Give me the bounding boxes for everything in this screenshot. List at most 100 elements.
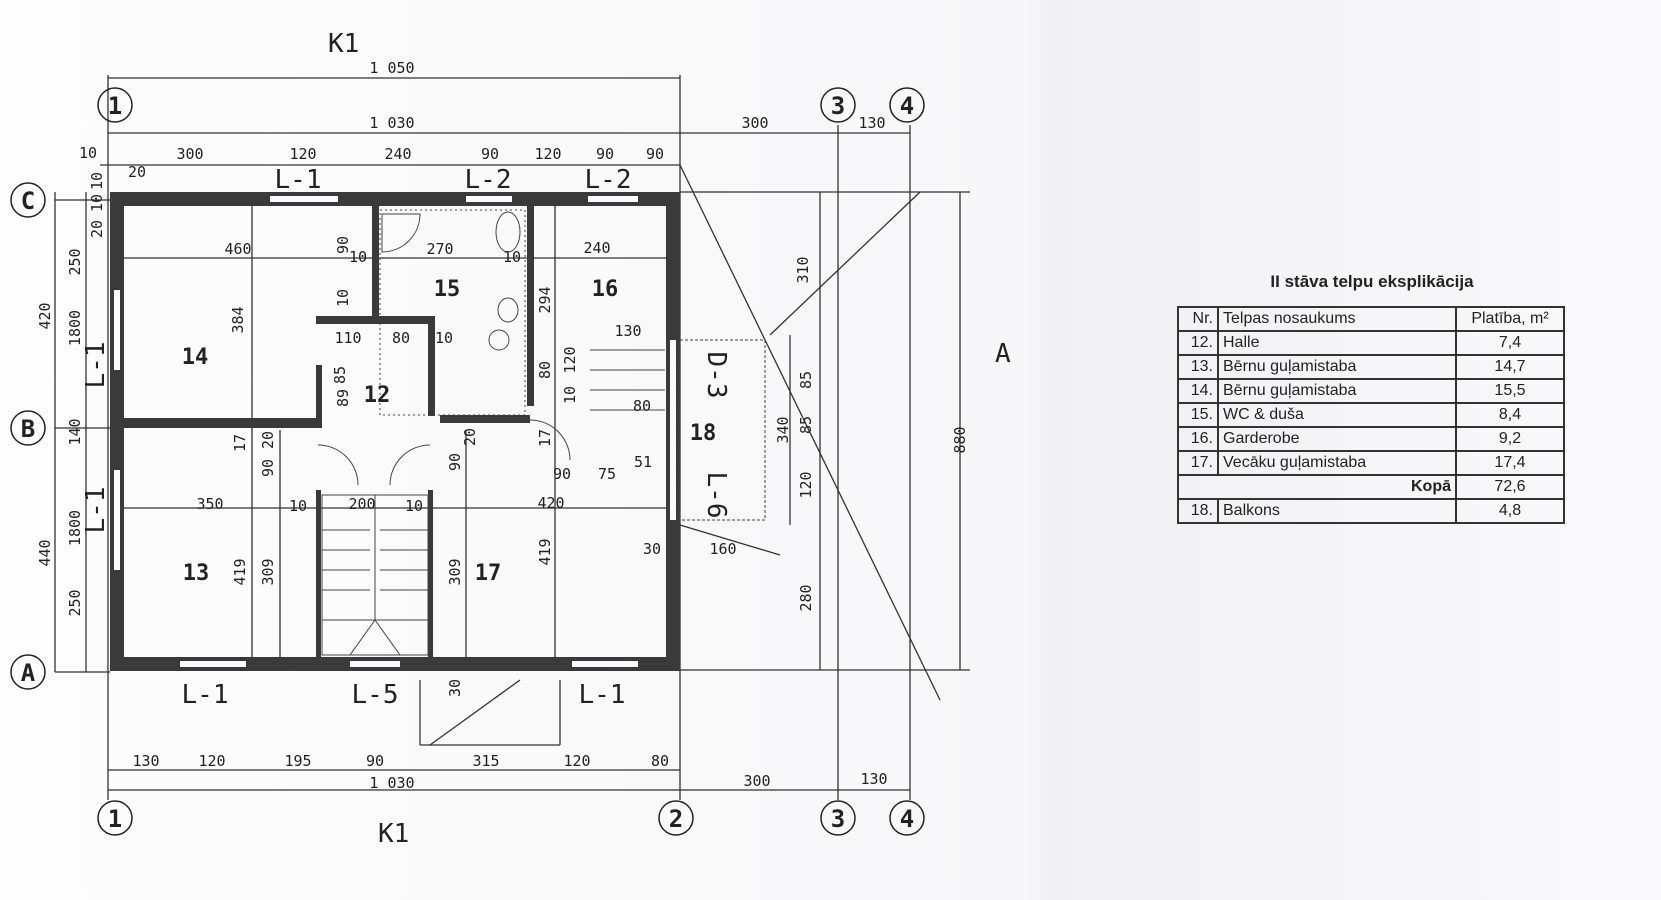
dim: 10	[88, 194, 106, 212]
room-number-15: 15	[434, 277, 461, 302]
grid-axis-bubbles	[10, 87, 925, 836]
interior-dimension: 20	[259, 431, 277, 449]
dim: 90	[596, 145, 614, 163]
dim: 420	[36, 302, 54, 329]
dimension-lines	[54, 75, 970, 800]
axis-left-c: C	[21, 187, 35, 215]
dim: 120	[289, 145, 316, 163]
walls	[110, 192, 680, 671]
interior-dimension: 20	[461, 428, 479, 446]
interior-dimension: 340	[774, 416, 792, 443]
window-label: L-2	[585, 165, 632, 195]
dim: 1800	[66, 510, 84, 546]
row-area: 15,5	[1455, 378, 1565, 404]
axis-top-3: 3	[831, 92, 845, 120]
room-number-14: 14	[182, 345, 209, 370]
dim: 140	[66, 418, 84, 445]
interior-dimension: 75	[598, 465, 616, 483]
row-name: Bērnu guļamistaba	[1217, 378, 1457, 404]
window-label: L-1	[81, 487, 111, 534]
explication-table: Nr. Telpas nosaukums Platība, m² 12.Hall…	[1177, 306, 1565, 524]
dim: 90	[481, 145, 499, 163]
row-area: 9,2	[1455, 426, 1565, 452]
row-name: WC & duša	[1217, 402, 1457, 428]
interior-dimension: 80	[392, 329, 410, 347]
interior-dimension: 419	[231, 558, 249, 585]
interior-dimension: 280	[797, 584, 815, 611]
interior-dimension: 160	[709, 540, 736, 558]
dimension-texts: 1 050 1 030 300 130 10 20 300 120 240 90…	[36, 59, 888, 792]
room-number-18: 18	[690, 421, 717, 446]
room-number-17: 17	[475, 561, 502, 586]
interior-dimension: 85	[797, 416, 815, 434]
axis-bottom-3: 3	[831, 805, 845, 833]
window-label: L-2	[465, 165, 512, 195]
window-openings	[114, 196, 676, 667]
section-marks: K1 K1 A	[328, 29, 1011, 849]
row-name: Bērnu guļamistaba	[1217, 354, 1457, 380]
interior-dimension: 85	[797, 371, 815, 389]
dim: 1 050	[369, 59, 414, 77]
interior-dimension: 85	[331, 366, 349, 384]
table-row: 18. Balkons 4,8	[1177, 498, 1565, 524]
window-label: L-5	[352, 680, 399, 710]
axis-left-a: A	[21, 659, 36, 687]
window-label: L-1	[81, 342, 111, 389]
interior-dimension: 309	[446, 558, 464, 585]
interior-dimension: 240	[583, 239, 610, 257]
row-nr: 14.	[1177, 378, 1219, 404]
dim: 120	[534, 145, 561, 163]
row-nr: 15.	[1177, 402, 1219, 428]
dim: 10	[88, 172, 106, 190]
interior-dimension: 90	[446, 453, 464, 471]
interior-dimension: 10	[405, 497, 423, 515]
row-name: Halle	[1217, 330, 1457, 356]
interior-dimension: 10	[503, 248, 521, 266]
total-row: Kopā 72,6	[1177, 474, 1565, 500]
interior-dimension: 384	[229, 306, 247, 333]
dim: 250	[66, 248, 84, 275]
row-name: Balkons	[1217, 498, 1457, 524]
window-label: L-1	[275, 165, 322, 195]
row-nr: 16.	[1177, 426, 1219, 452]
dim: 130	[132, 752, 159, 770]
table-header: Nr. Telpas nosaukums Platība, m²	[1177, 306, 1565, 332]
window-label: L-6	[701, 472, 731, 519]
dim: 440	[36, 539, 54, 566]
header-area: Platība, m²	[1455, 306, 1565, 332]
interior-dimension: 90	[553, 465, 571, 483]
interior-dimension: 10	[349, 248, 367, 266]
section-mark-side: A	[995, 339, 1011, 369]
interior-dimension: 10	[435, 329, 453, 347]
dim: 315	[472, 752, 499, 770]
dim: 240	[384, 145, 411, 163]
row-name: Garderobe	[1217, 426, 1457, 452]
interior-dimension: 80	[536, 361, 554, 379]
room-number-12: 12	[364, 383, 391, 408]
interior-dimension: 200	[348, 495, 375, 513]
grid-axis-labels: 1 3 4 1 2 3 4 C B A	[21, 92, 914, 833]
interior-dimension: 17	[536, 429, 554, 447]
row-area: 7,4	[1455, 330, 1565, 356]
row-area: 4,8	[1455, 498, 1565, 524]
dim: 1 030	[369, 774, 414, 792]
interior-dimension: 17	[231, 434, 249, 452]
axis-bottom-2: 2	[669, 805, 683, 833]
interior-dimension: 90	[334, 236, 352, 254]
interior-dimension: 880	[951, 426, 969, 453]
interior-dimension: 10	[561, 386, 579, 404]
header-name: Telpas nosaukums	[1217, 306, 1457, 332]
dim: 120	[198, 752, 225, 770]
axis-left-b: B	[21, 415, 35, 443]
dim: 300	[743, 772, 770, 790]
dim: 90	[366, 752, 384, 770]
interior-dimension: 89	[334, 389, 352, 407]
dim: 1 030	[369, 114, 414, 132]
interior-dimension: 350	[196, 495, 223, 513]
interior-dimension: 10	[289, 497, 307, 515]
row-area: 17,4	[1455, 450, 1565, 476]
